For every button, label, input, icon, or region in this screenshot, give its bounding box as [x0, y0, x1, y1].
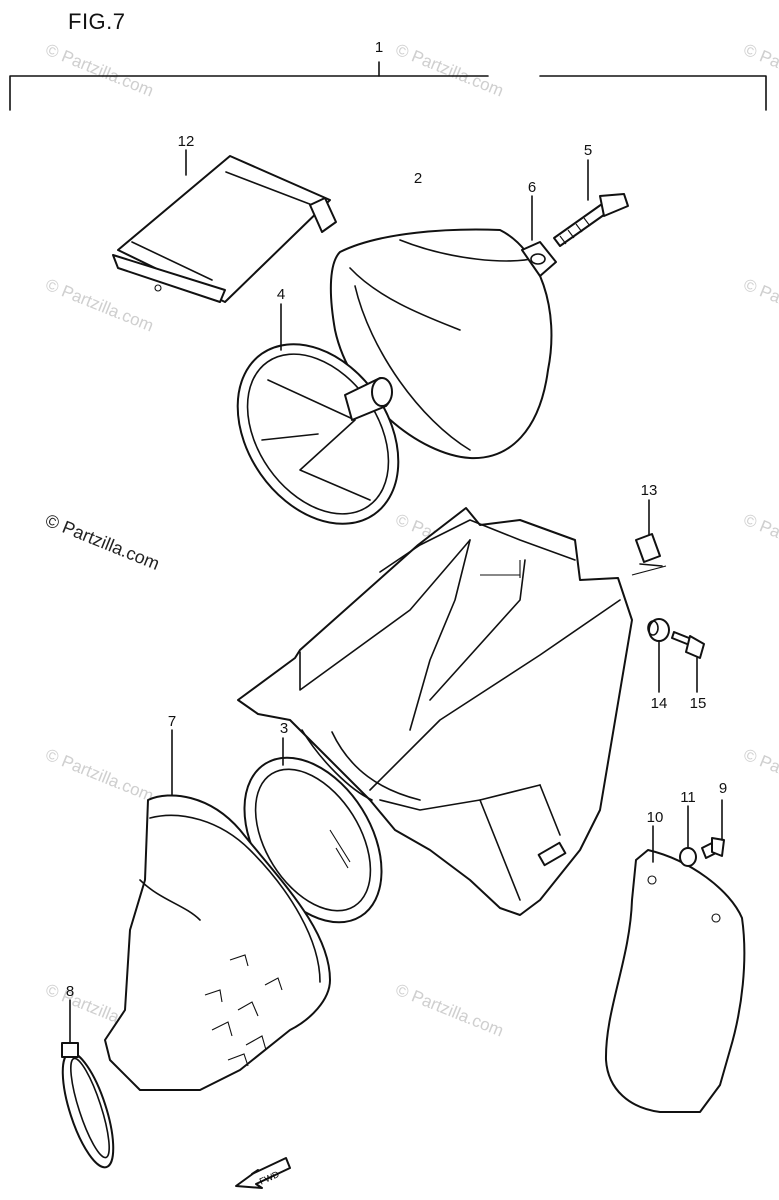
callout-2: 2	[414, 170, 422, 187]
washer	[679, 847, 697, 867]
assembly-bracket	[9, 75, 489, 111]
screw	[701, 837, 725, 859]
hose-clamp	[61, 1042, 115, 1169]
filter-cover-plate	[112, 155, 337, 303]
callout-11: 11	[680, 789, 696, 806]
clip-nut	[631, 533, 667, 576]
assembly-bracket	[539, 75, 767, 111]
callout-12: 12	[178, 133, 195, 150]
callout-14: 14	[651, 695, 668, 712]
callout-4: 4	[277, 286, 285, 303]
grommet	[647, 618, 670, 642]
bolt	[671, 631, 705, 659]
filter-cage	[236, 343, 400, 525]
side-cover	[604, 849, 746, 1113]
intake-boot	[104, 794, 331, 1091]
callout-1: 1	[375, 39, 383, 56]
callout-9: 9	[719, 780, 727, 797]
washer-grommet	[521, 241, 557, 277]
wing-bolt	[553, 193, 629, 247]
callout-15: 15	[690, 695, 707, 712]
callout-8: 8	[66, 983, 74, 1000]
figure-title: FIG.7	[68, 9, 126, 34]
callout-7: 7	[168, 713, 176, 730]
callout-6: 6	[528, 179, 536, 196]
callout-10: 10	[647, 809, 664, 826]
callout-3: 3	[280, 720, 288, 737]
forward-direction-arrow: FWD	[235, 1157, 291, 1189]
callout-5: 5	[584, 142, 592, 159]
air-cleaner-box	[237, 507, 633, 916]
callout-13: 13	[641, 482, 658, 499]
